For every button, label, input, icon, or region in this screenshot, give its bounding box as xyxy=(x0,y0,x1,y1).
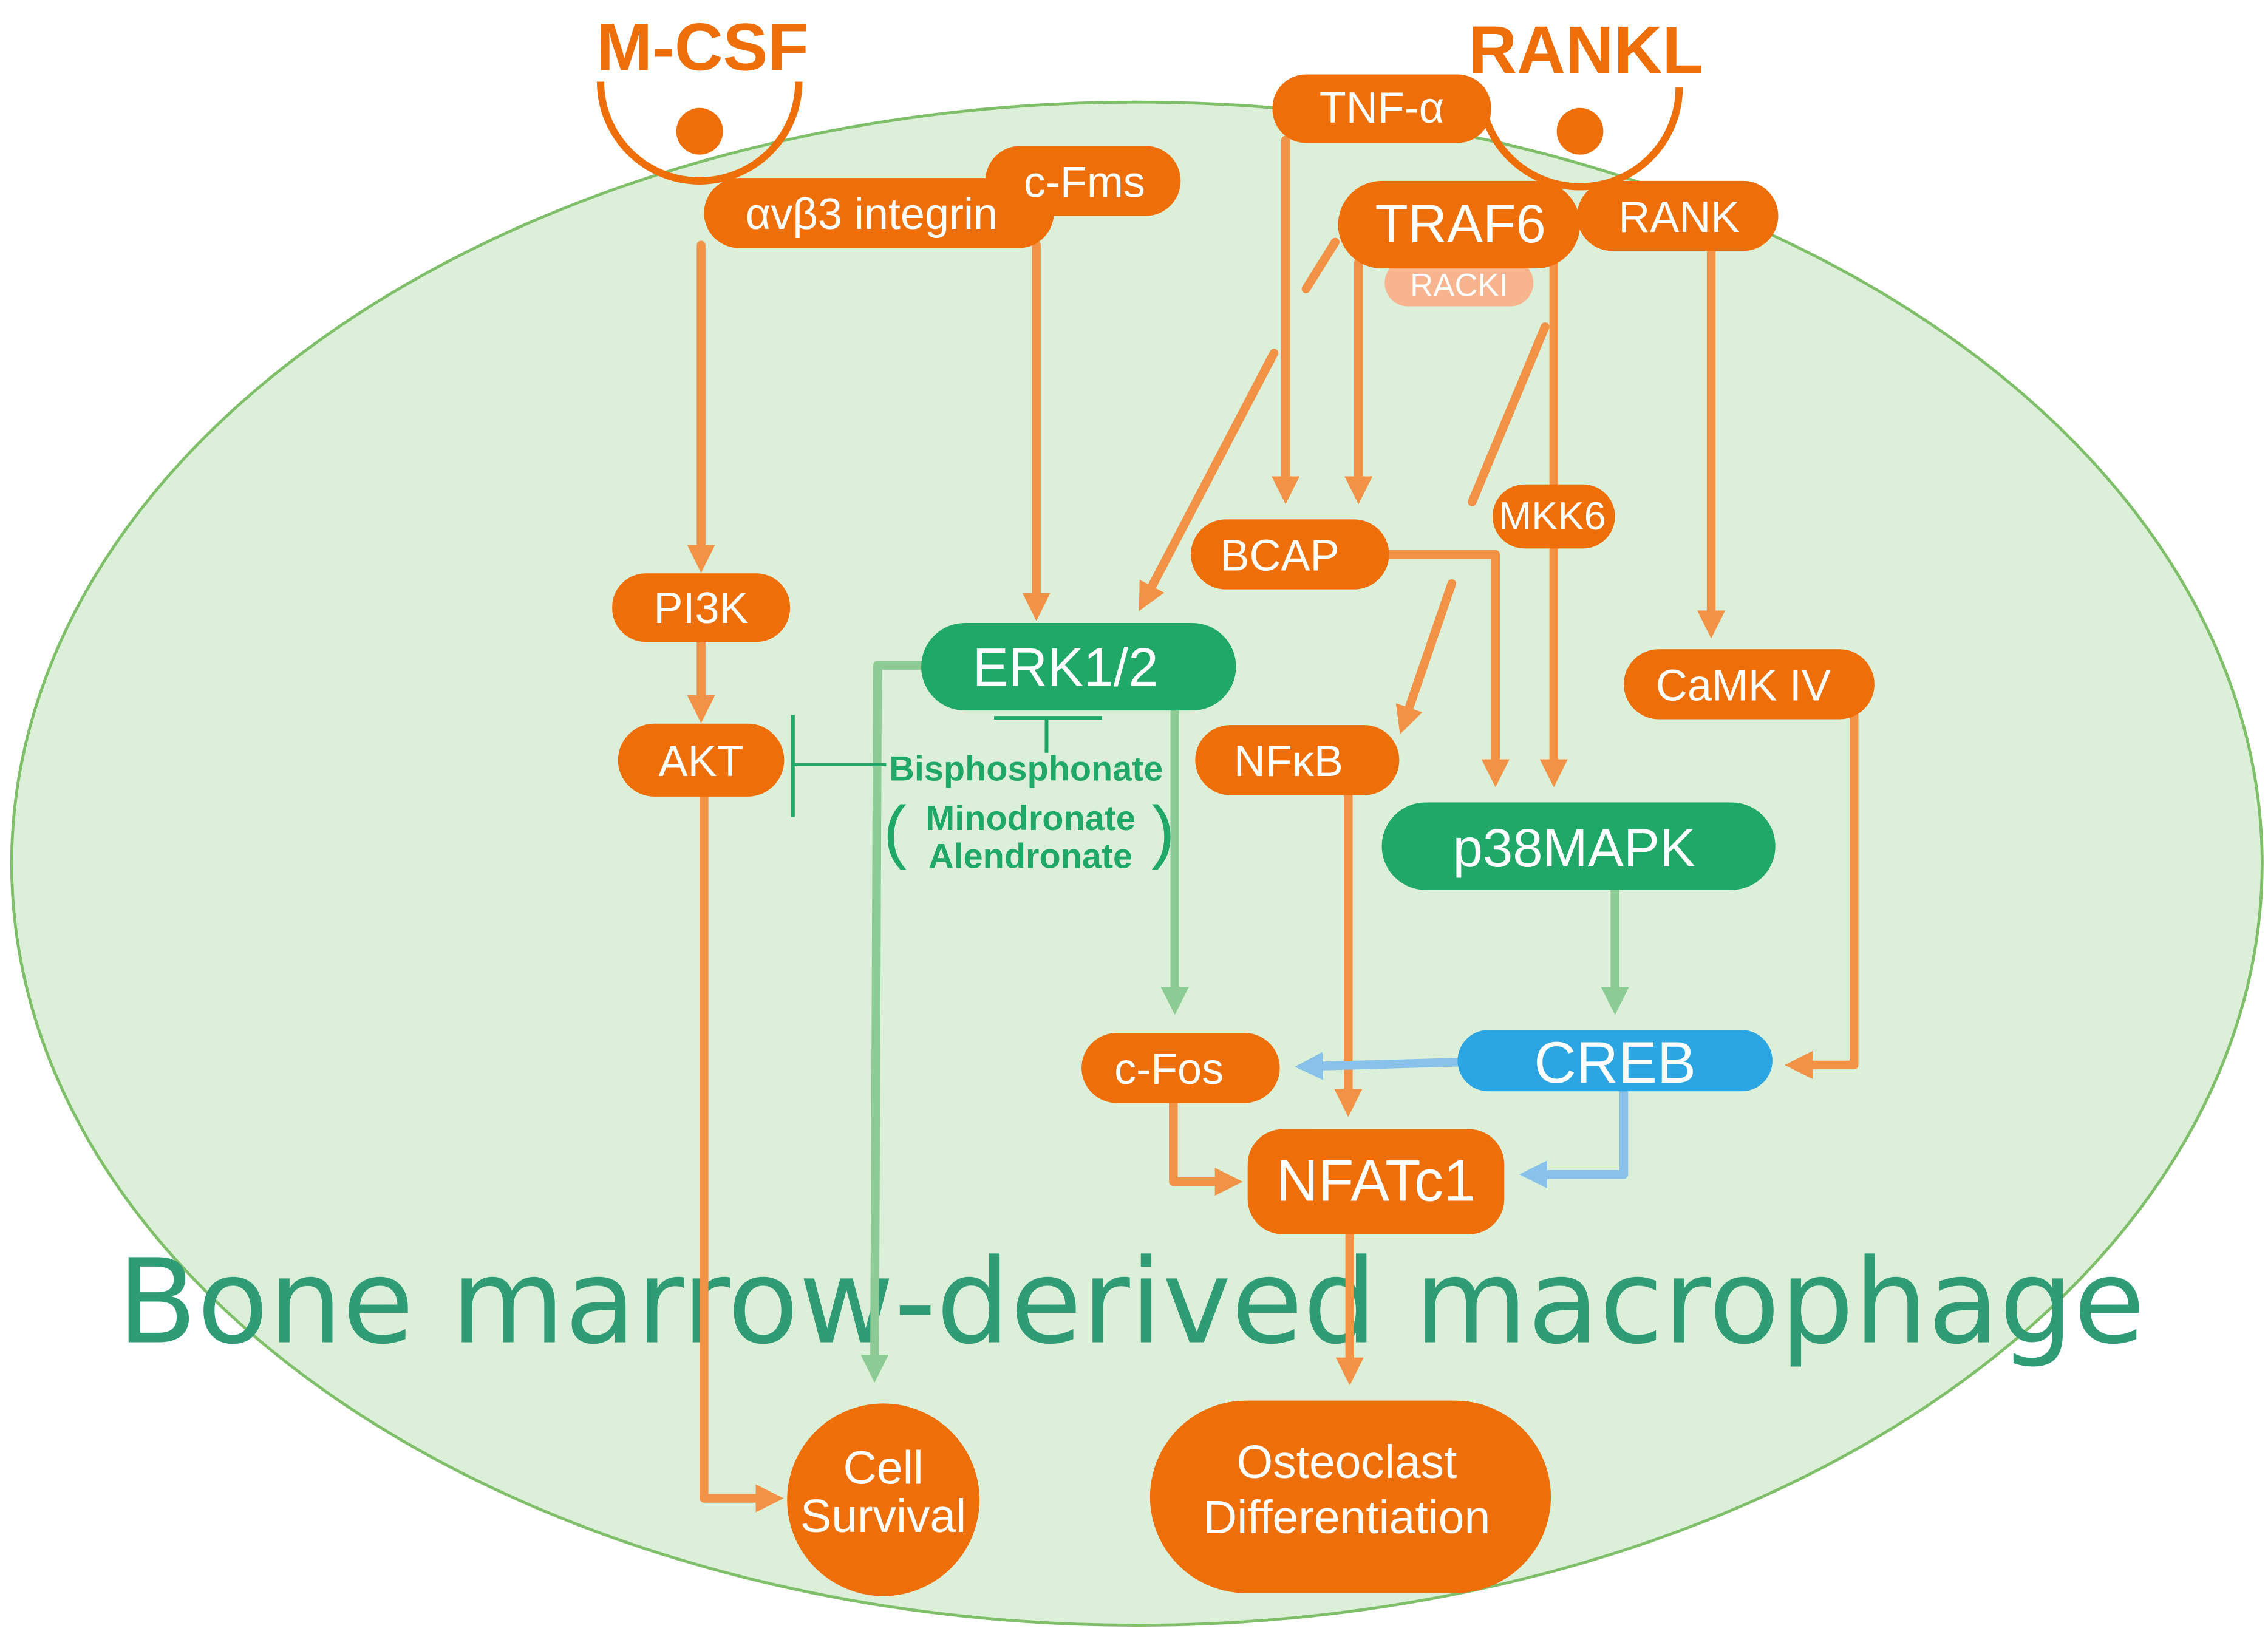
bcap-node xyxy=(1191,519,1389,590)
nfatc1-label: NFATc1 xyxy=(1276,1148,1476,1213)
cell-survival-node xyxy=(787,1403,980,1596)
rank-node xyxy=(1577,180,1779,251)
p38mapk-node xyxy=(1381,802,1776,890)
cfms-node xyxy=(985,146,1181,216)
bisphosphonate-label: Bisphosphonate xyxy=(889,749,1163,788)
line-traf6-to-nfkb-upper xyxy=(1468,322,1550,506)
traf6-node xyxy=(1338,180,1581,269)
mcsf-ligand-label: M-CSF xyxy=(596,10,809,84)
inhibition-lines xyxy=(791,715,1102,817)
pi3k-label: PI3K xyxy=(654,584,749,633)
alendronate-label: Alendronate xyxy=(928,837,1132,876)
integrin-node xyxy=(704,178,1054,248)
cfms-label: c-Fms xyxy=(1024,158,1145,206)
green-arrows xyxy=(860,661,1629,1383)
cell-membrane xyxy=(10,100,2264,1627)
mcsf-receptor-cup xyxy=(596,81,803,185)
blue-arrows xyxy=(1295,1052,1629,1189)
p38mapk-label: p38MAPK xyxy=(1453,818,1696,878)
cfos-node xyxy=(1081,1033,1280,1103)
inhibitor-paren-open: ( xyxy=(884,792,907,870)
nfatc1-node xyxy=(1247,1129,1505,1234)
inhibitor-paren-close: ) xyxy=(1151,792,1174,870)
pi3k-node xyxy=(612,573,791,642)
akt-label: AKT xyxy=(659,737,744,786)
creb-node xyxy=(1457,1030,1773,1092)
nfkb-node xyxy=(1195,725,1400,795)
akt-node xyxy=(618,723,785,797)
cfos-label: c-Fos xyxy=(1114,1045,1224,1094)
camk4-node xyxy=(1624,649,1875,720)
mkk6-node xyxy=(1492,484,1615,549)
integrin-label: αvβ3 integrin xyxy=(746,190,998,239)
erk-node xyxy=(921,622,1236,711)
traf6-label: TRAF6 xyxy=(1375,194,1546,254)
arrow-erk-to-cell-survival xyxy=(860,661,931,1383)
tnf-alpha-label: TNF-α xyxy=(1320,84,1445,132)
osteoclast-differentiation-node xyxy=(1149,1400,1551,1593)
rack1-node xyxy=(1384,259,1534,307)
camk4-label: CaMK IV xyxy=(1656,661,1831,710)
line-traf6-to-erk-upper xyxy=(1301,237,1340,293)
minodronate-label: Minodronate xyxy=(925,799,1136,838)
arrow-traf6-to-erk xyxy=(1139,349,1279,611)
arrow-bcap-to-p38 xyxy=(1383,550,1510,788)
arrow-akt-to-cell-survival xyxy=(700,792,784,1513)
arrow-creb-to-nfatc1 xyxy=(1519,1086,1629,1189)
arrow-cfos-to-nfatc1 xyxy=(1169,1097,1243,1196)
arrow-traf6-to-nfkb xyxy=(1395,579,1456,735)
cell-survival-line2: Survival xyxy=(800,1490,966,1542)
rankl-receptor-cup xyxy=(1477,87,1683,191)
mcsf-ligand-dot xyxy=(676,107,723,155)
bcap-label: BCAP xyxy=(1221,531,1340,580)
erk-label: ERK1/2 xyxy=(973,637,1159,697)
cell-survival-line1: Cell xyxy=(843,1442,923,1494)
arrow-camk4-to-creb xyxy=(1784,710,1859,1080)
cell-label: Bone marrow-derived macrophage xyxy=(117,1234,2145,1370)
arrow-creb-to-cfos xyxy=(1295,1052,1465,1080)
tnf-alpha-node xyxy=(1272,74,1491,143)
rankl-ligand-label: RANKL xyxy=(1468,13,1703,87)
creb-label: CREB xyxy=(1534,1030,1696,1095)
osteoclast-line2: Differentiation xyxy=(1204,1491,1490,1544)
rack1-label: RACKI xyxy=(1410,268,1508,304)
rankl-ligand-dot xyxy=(1556,107,1604,155)
mkk6-label: MKK6 xyxy=(1499,494,1606,538)
osteoclast-line1: Osteoclast xyxy=(1237,1436,1457,1488)
nfkb-label: NFκB xyxy=(1234,737,1343,786)
rank-label: RANK xyxy=(1618,193,1740,242)
